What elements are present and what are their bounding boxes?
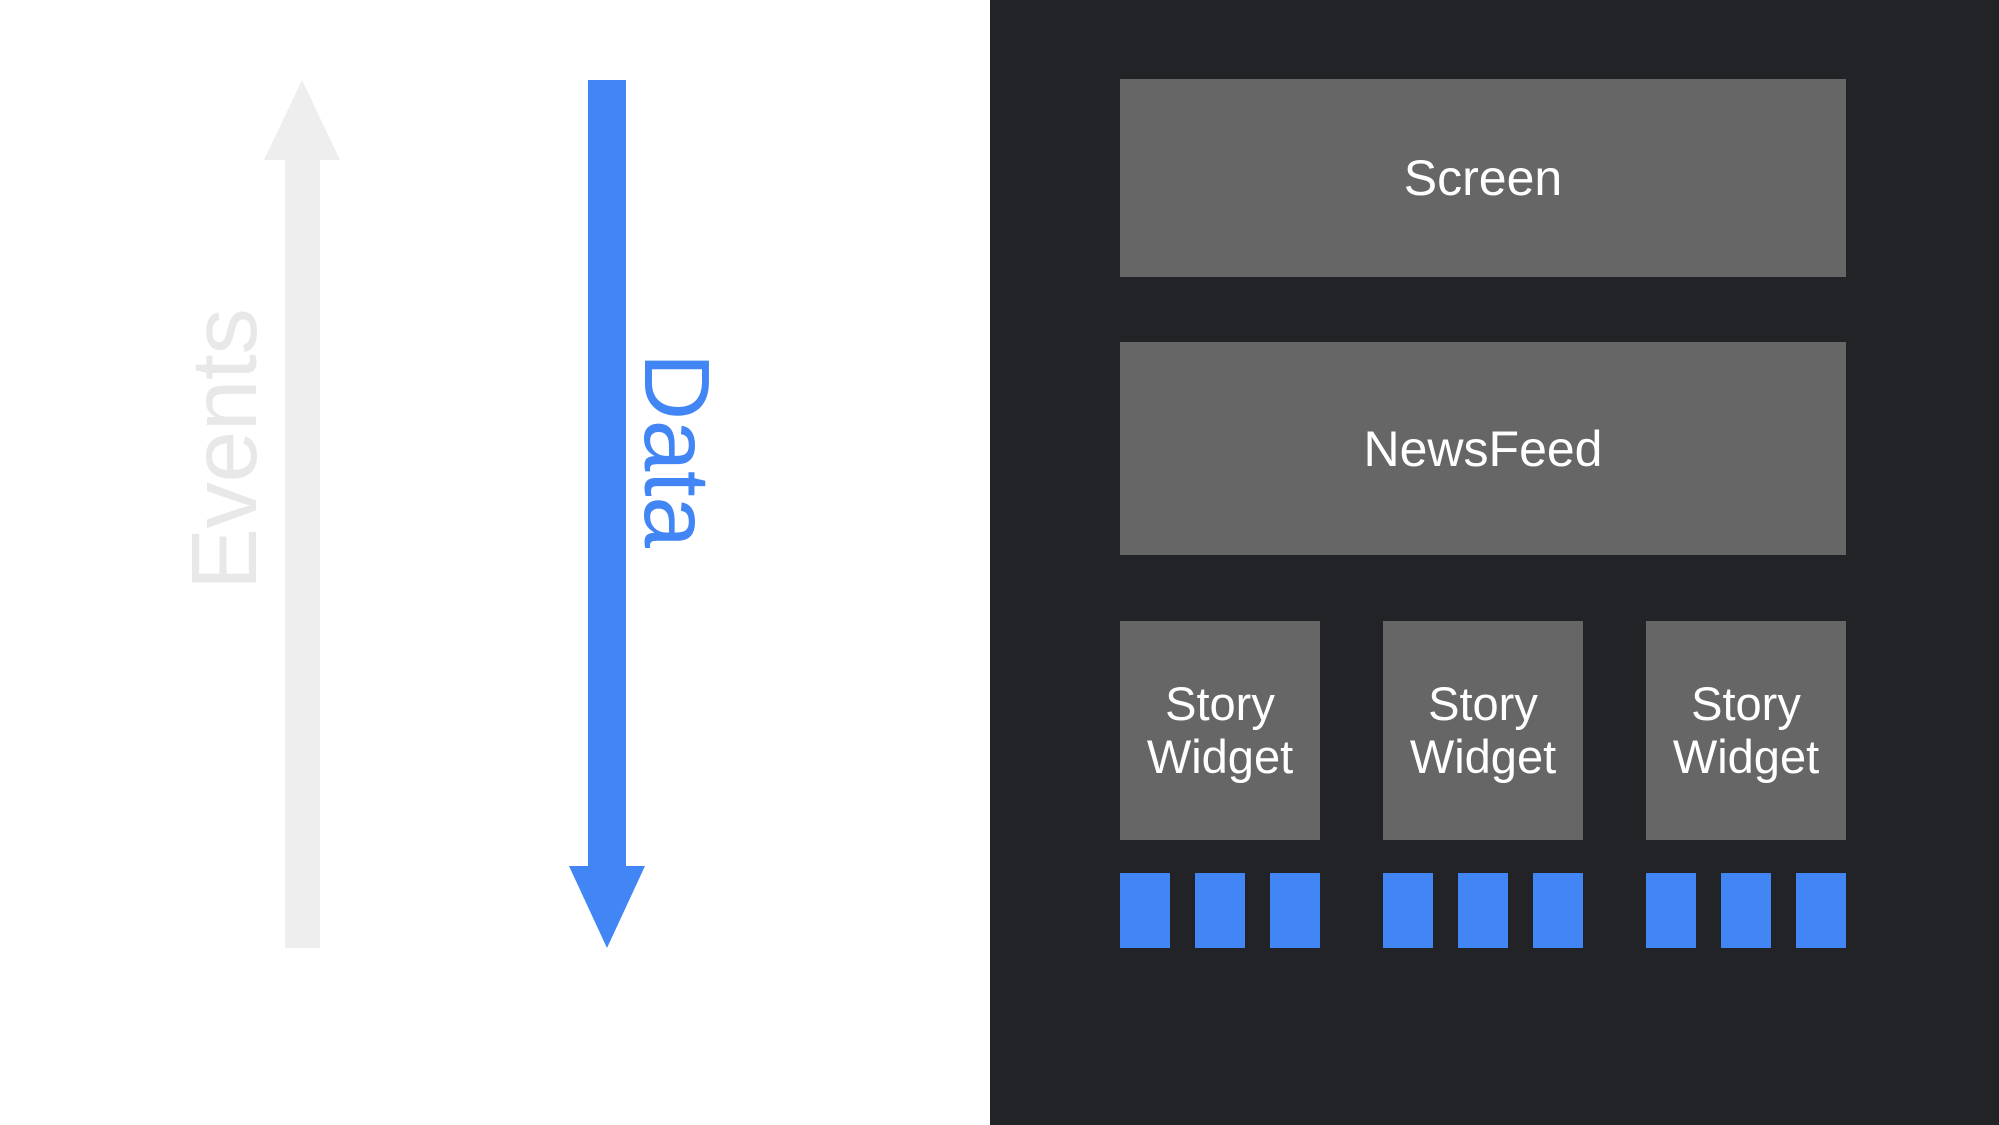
node-story-widget-label-line2: Widget xyxy=(1146,729,1294,783)
node-story-widget-label-line1: Story xyxy=(1165,676,1275,730)
data-axis-label: Data xyxy=(625,353,729,548)
flow-legend-pane: Events Data xyxy=(0,0,990,1125)
child-bar[interactable] xyxy=(1646,873,1696,948)
child-bar[interactable] xyxy=(1533,873,1583,948)
events-axis-label: Events xyxy=(172,308,276,590)
node-story-widget-label-line2: Widget xyxy=(1672,729,1820,783)
events-arrow-icon xyxy=(264,80,340,948)
child-bar[interactable] xyxy=(1721,873,1771,948)
child-bar[interactable] xyxy=(1458,873,1508,948)
child-bar[interactable] xyxy=(1383,873,1433,948)
node-story-widget-label-line1: Story xyxy=(1428,676,1538,730)
child-bar-rows xyxy=(1120,873,1846,948)
child-bar[interactable] xyxy=(1195,873,1245,948)
node-story-widget-label-line2: Widget xyxy=(1409,729,1557,783)
node-screen[interactable]: Screen xyxy=(1120,79,1846,277)
node-newsfeed[interactable]: NewsFeed xyxy=(1120,342,1846,555)
child-bar-group xyxy=(1646,873,1846,948)
child-bar-group xyxy=(1383,873,1583,948)
child-bar[interactable] xyxy=(1120,873,1170,948)
child-bar[interactable] xyxy=(1796,873,1846,948)
node-story-widget-label-line1: Story xyxy=(1691,676,1801,730)
node-newsfeed-label: NewsFeed xyxy=(1363,420,1603,477)
flow-arrows-group xyxy=(264,80,645,948)
child-bar-group xyxy=(1120,873,1320,948)
node-screen-label: Screen xyxy=(1403,150,1563,206)
child-bar[interactable] xyxy=(1270,873,1320,948)
data-arrow-icon xyxy=(569,80,645,948)
